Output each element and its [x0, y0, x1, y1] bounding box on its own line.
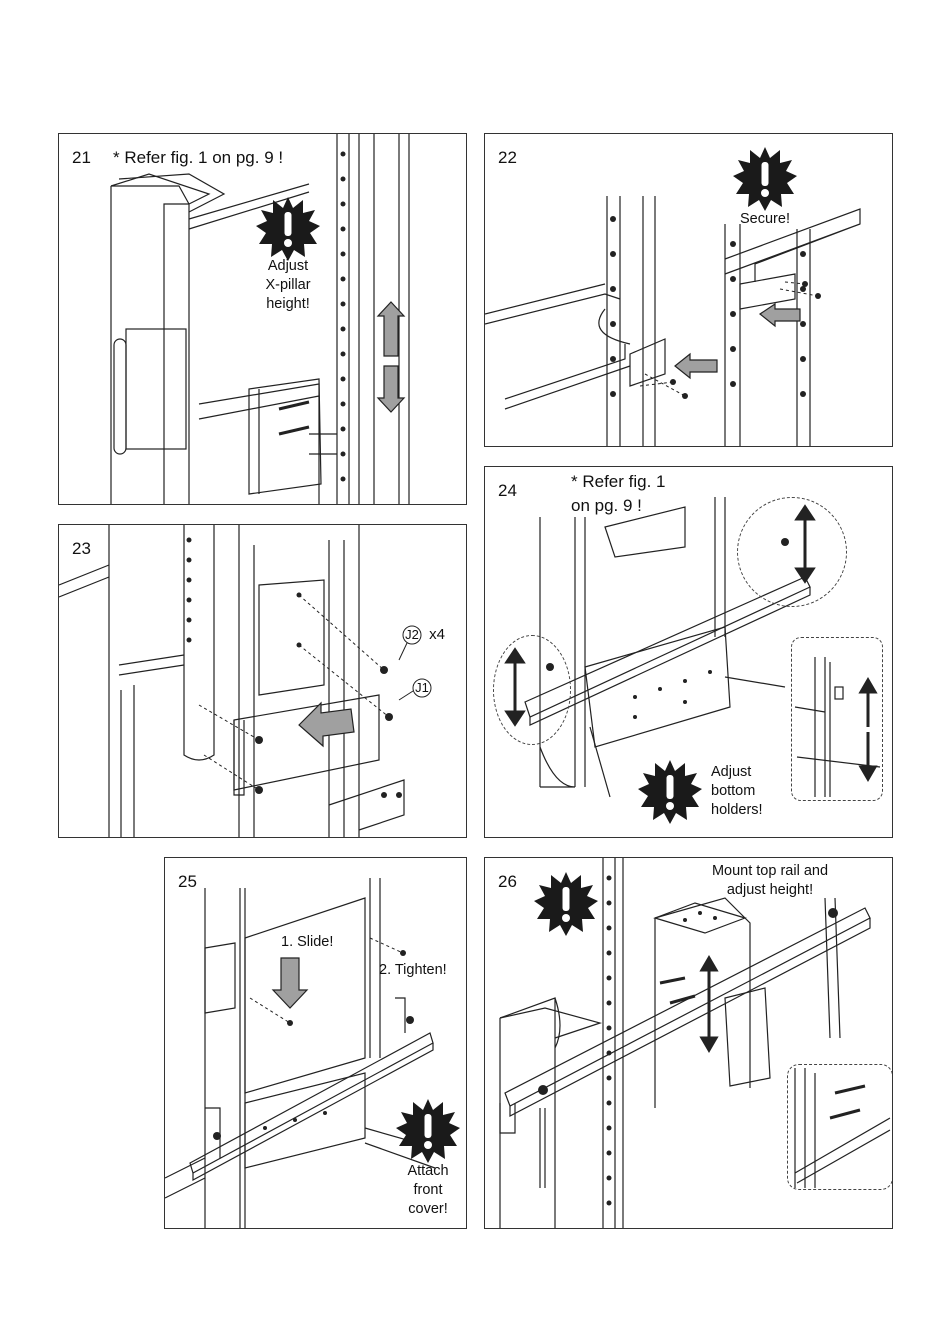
warning-burst-icon — [255, 196, 321, 262]
warning-text: Attach front cover! — [393, 1162, 463, 1219]
detail-inset — [787, 1064, 893, 1190]
warning-text: Adjust X-pillar height! — [249, 257, 327, 314]
warning-text: Adjust bottom holders! — [711, 763, 763, 820]
warning-burst-icon — [395, 1098, 461, 1164]
mount-note: Mount top rail and adjust height! — [685, 862, 855, 900]
panel-number: 23 — [72, 539, 91, 559]
step-1-label: 1. Slide! — [281, 933, 333, 952]
panel-23: 23 J2 x4 J1 — [58, 524, 467, 838]
warning-text: Secure! — [727, 210, 803, 229]
panel-22: 22 Secure! — [484, 133, 893, 447]
refer-note: * Refer fig. 1 on pg. 9 ! — [571, 470, 666, 518]
step-2-label: 2. Tighten! — [379, 961, 447, 980]
panel-25: 25 1. Slide! 2. Tighten! Attach front co… — [164, 857, 467, 1229]
detail-inset — [791, 637, 883, 801]
warning-burst-icon — [732, 146, 798, 212]
arrow-icon — [273, 958, 307, 1008]
panel-23-drawing — [59, 525, 467, 838]
arrow-icon — [299, 703, 354, 746]
callout-j2: J2 — [400, 625, 424, 644]
panel-number: 24 — [498, 481, 517, 501]
panel-26: 26 Mount top rail and adjust height! — [484, 857, 893, 1229]
refer-note: * Refer fig. 1 on pg. 9 ! — [113, 146, 283, 170]
panel-number: 21 — [72, 148, 91, 168]
callout-j1: J1 — [410, 678, 434, 697]
panel-number: 22 — [498, 148, 517, 168]
warning-burst-icon — [533, 871, 599, 937]
panel-number: 26 — [498, 872, 517, 892]
panel-22-drawing — [485, 134, 893, 447]
panel-number: 25 — [178, 872, 197, 892]
warning-burst-icon — [637, 759, 703, 825]
arrow-icon — [378, 302, 404, 412]
callout-j2-qty: x4 — [424, 625, 450, 644]
panel-21-drawing — [59, 134, 467, 505]
detail-circle — [493, 635, 571, 745]
panel-24: 24 * Refer fig. 1 on pg. 9 ! Adjust bott… — [484, 466, 893, 838]
arrow-icon — [675, 304, 800, 378]
detail-circle — [737, 497, 847, 607]
panel-21: 21 * Refer fig. 1 on pg. 9 ! Adjust X-pi… — [58, 133, 467, 505]
profile-slots — [341, 152, 346, 482]
